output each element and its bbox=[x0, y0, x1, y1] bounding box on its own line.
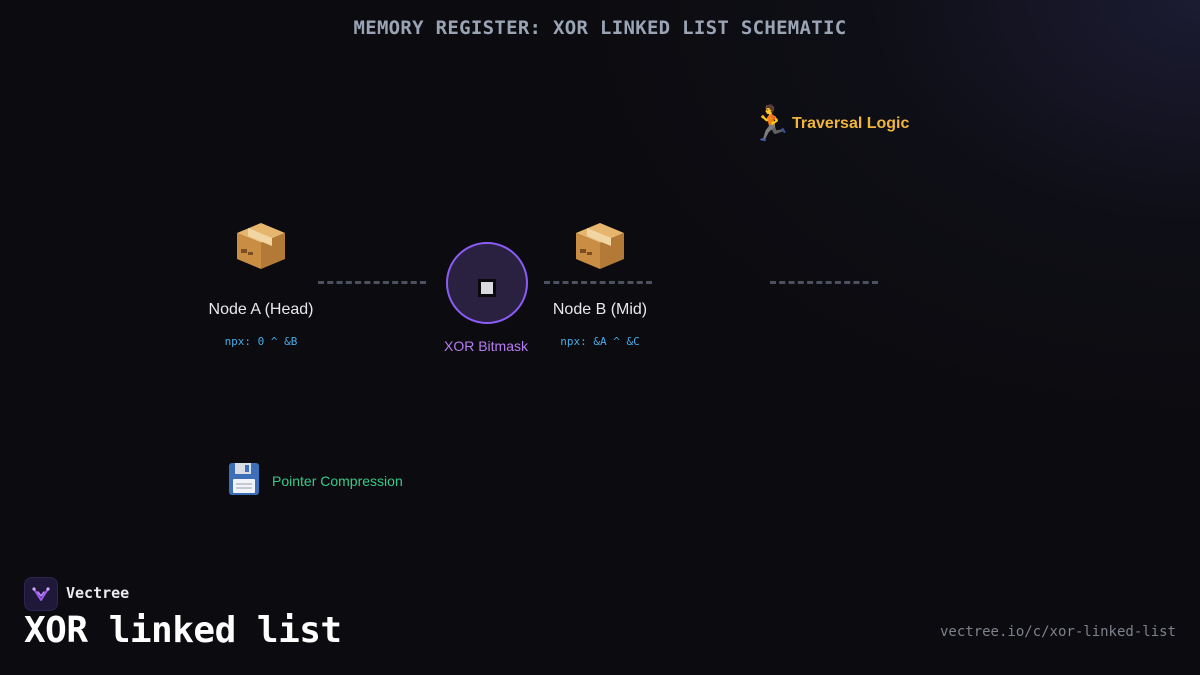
link-dash-a-xor bbox=[318, 281, 426, 284]
traversal-logic-label: Traversal Logic bbox=[792, 115, 910, 132]
node-b-pointer-code: npx: &A ^ &C bbox=[560, 335, 640, 348]
diagram-title: MEMORY REGISTER: XOR LINKED LIST SCHEMAT… bbox=[353, 17, 847, 39]
square-icon bbox=[478, 279, 496, 297]
node-a-label: Node A (Head) bbox=[208, 301, 314, 318]
topic-heading: XOR linked list bbox=[24, 610, 342, 651]
page-url[interactable]: vectree.io/c/xor-linked-list bbox=[939, 624, 1176, 640]
node-b-label: Node B (Mid) bbox=[552, 301, 648, 318]
link-dash-xor-b bbox=[544, 281, 652, 284]
floppy-disk-icon bbox=[228, 462, 260, 496]
node-a-pointer-code: npx: 0 ^ &B bbox=[224, 335, 298, 348]
running-person-icon: 🏃 bbox=[750, 104, 793, 144]
link-dash-b-next bbox=[770, 281, 878, 284]
pointer-compression-label: Pointer Compression bbox=[272, 473, 403, 489]
package-icon bbox=[570, 217, 630, 273]
vectree-logo-icon bbox=[24, 577, 58, 611]
package-icon bbox=[231, 217, 291, 273]
brand-name: Vectree bbox=[66, 584, 130, 602]
xor-bitmask-label: XOR Bitmask bbox=[443, 338, 528, 354]
xor-bitmask-node bbox=[446, 242, 528, 324]
